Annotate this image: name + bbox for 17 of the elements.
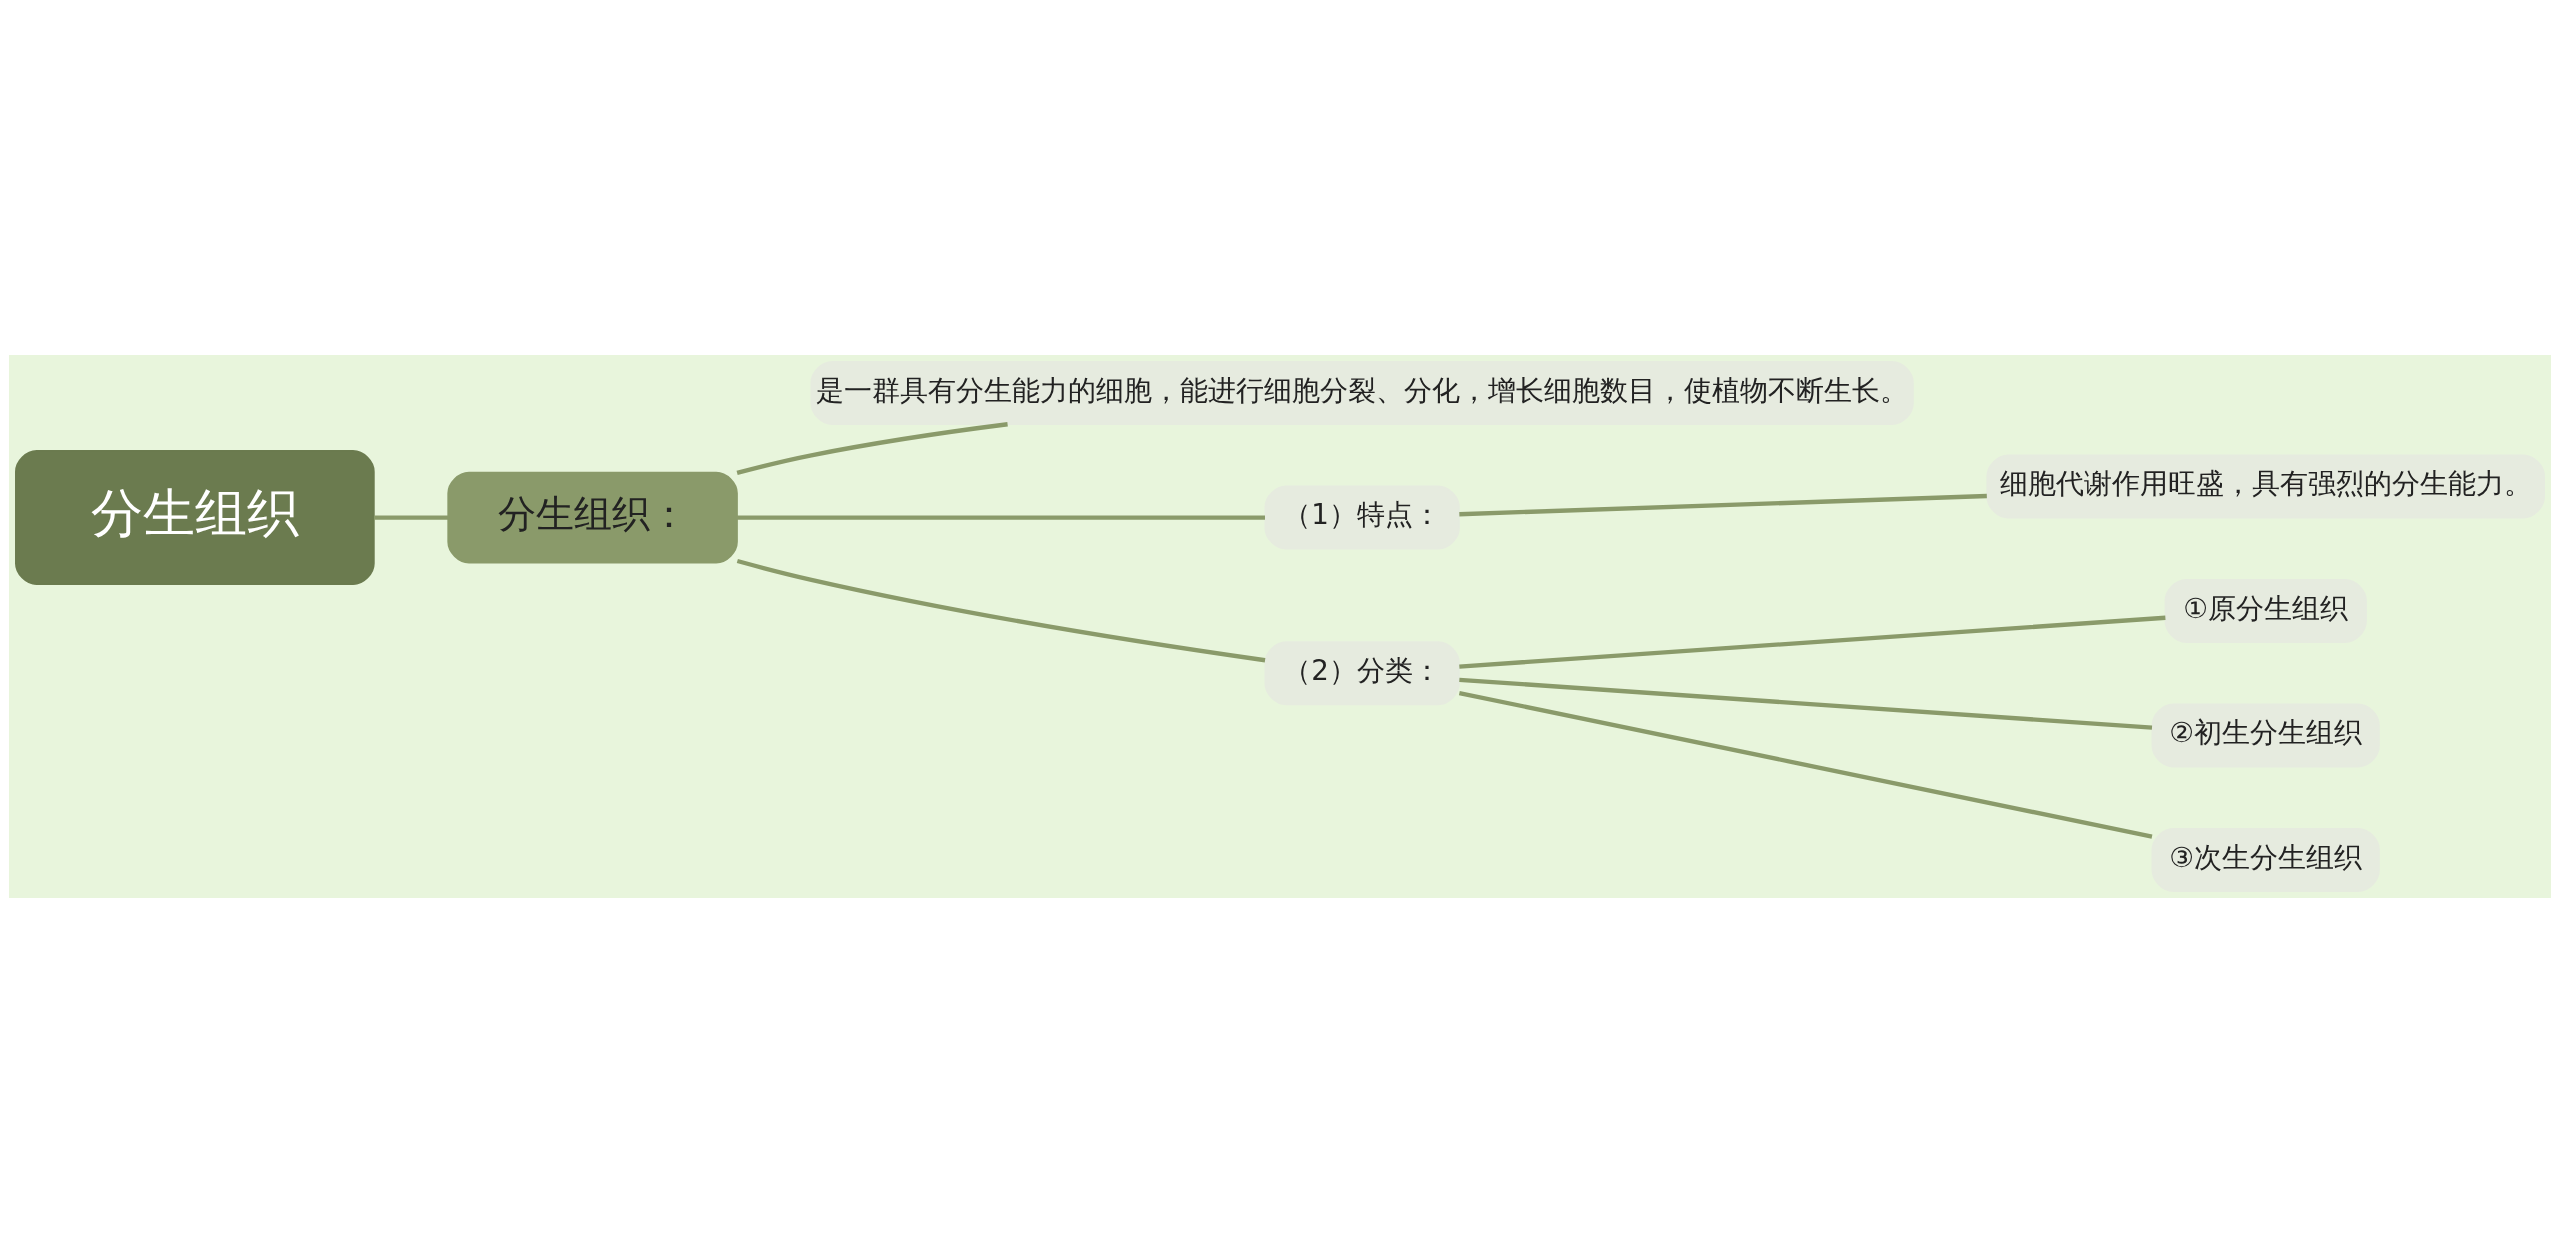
node-box: （2）分类： xyxy=(1264,641,1460,706)
node-box: ②初生分生组织 xyxy=(2151,703,2380,768)
node-box: 是一群具有分生能力的细胞，能进行细胞分裂、分化，增长细胞数目，使植物不断生长。 xyxy=(810,361,1914,426)
connector xyxy=(736,422,1008,476)
connector xyxy=(1459,615,2166,669)
node-box: ①原分生组织 xyxy=(2164,578,2367,643)
node-box: 细胞代谢作用旺盛，具有强烈的分生能力。 xyxy=(1986,454,2545,519)
node-box: ③次生分生组织 xyxy=(2151,827,2380,892)
node-box: （1）特点： xyxy=(1264,485,1460,550)
connector xyxy=(1458,690,2153,839)
connector xyxy=(1459,493,1987,517)
connector xyxy=(736,558,1266,663)
connector xyxy=(374,515,448,520)
node-box: 分生组织： xyxy=(447,471,738,564)
connector xyxy=(1459,677,2153,730)
node-box: 分生组织 xyxy=(15,450,375,585)
connector xyxy=(737,515,1265,520)
